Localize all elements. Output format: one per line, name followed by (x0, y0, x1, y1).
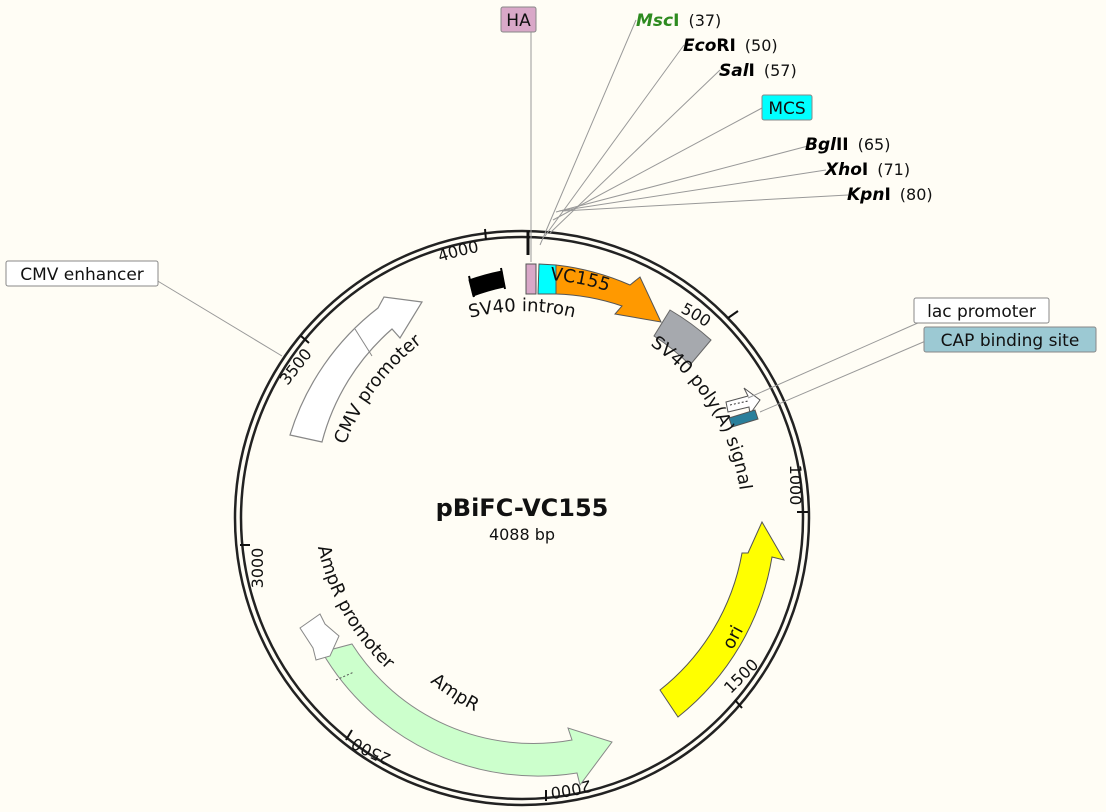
ampr-promoter-arrow[interactable] (299, 613, 340, 661)
site-ecoRI[interactable]: EcoRI(50) (683, 36, 778, 56)
ampr-arrow[interactable] (321, 643, 613, 787)
site-bglII[interactable]: BglII(65) (805, 135, 890, 155)
sv40-polya-label: SV40 poly(A) signal (647, 332, 756, 491)
cmv-promoter-arrow[interactable] (289, 296, 423, 443)
svg-text:SalI(57): SalI(57) (719, 61, 797, 81)
tick-marks (240, 228, 808, 801)
mcs-callout[interactable]: MCS (761, 94, 813, 121)
tick-label-3500: 3500 (276, 345, 316, 389)
svg-text:KpnI(80): KpnI(80) (847, 185, 933, 205)
ori-arrow[interactable] (659, 520, 786, 718)
lac-promoter-label: lac promoter (927, 302, 1036, 322)
vc155-arrow[interactable] (555, 264, 662, 323)
ha-callout[interactable]: HA (500, 6, 537, 33)
site-xhoI[interactable]: XhoI(71) (824, 160, 910, 180)
sv40-polya-block[interactable] (653, 309, 712, 366)
svg-text:EcoRI(50): EcoRI(50) (683, 36, 778, 56)
plasmid-name: pBiFC-VC155 (436, 494, 609, 522)
plasmid-size: 4088 bp (489, 525, 555, 544)
sv40-intron-block[interactable] (468, 270, 505, 297)
cap-binding-site-label: CAP binding site (941, 331, 1080, 351)
mcs-label: MCS (768, 99, 805, 119)
cmv-enhancer-callout[interactable]: CMV enhancer (5, 260, 159, 287)
svg-text:XhoI(71): XhoI(71) (824, 160, 910, 180)
site-mscI[interactable]: MscI(37) (636, 11, 721, 31)
ampr-label: AmpR (427, 669, 483, 715)
backbone-inner-ring (239, 235, 805, 801)
svg-text:BglII(65): BglII(65) (805, 135, 890, 155)
site-salI[interactable]: SalI(57) (719, 61, 797, 81)
backbone-outer-ring (233, 229, 811, 807)
sv40-intron-label: SV40 intron (466, 295, 577, 323)
ha-label: HA (506, 11, 531, 31)
lac-promoter-feature[interactable] (725, 387, 761, 416)
callout-lines (155, 19, 929, 413)
ha-feature[interactable] (525, 263, 537, 295)
tick-label-1000: 1000 (786, 465, 805, 506)
lac-promoter-callout[interactable]: lac promoter (913, 297, 1050, 324)
cap-binding-site-callout[interactable]: CAP binding site (923, 326, 1097, 353)
tick-label-2500: 2500 (348, 734, 393, 769)
cmv-enhancer-label: CMV enhancer (20, 265, 144, 285)
cap-binding-site-feature[interactable] (728, 409, 759, 428)
svg-text:MscI(37): MscI(37) (636, 11, 721, 31)
tick-label-3000: 3000 (248, 548, 267, 589)
site-kpnI[interactable]: KpnI(80) (847, 185, 933, 205)
